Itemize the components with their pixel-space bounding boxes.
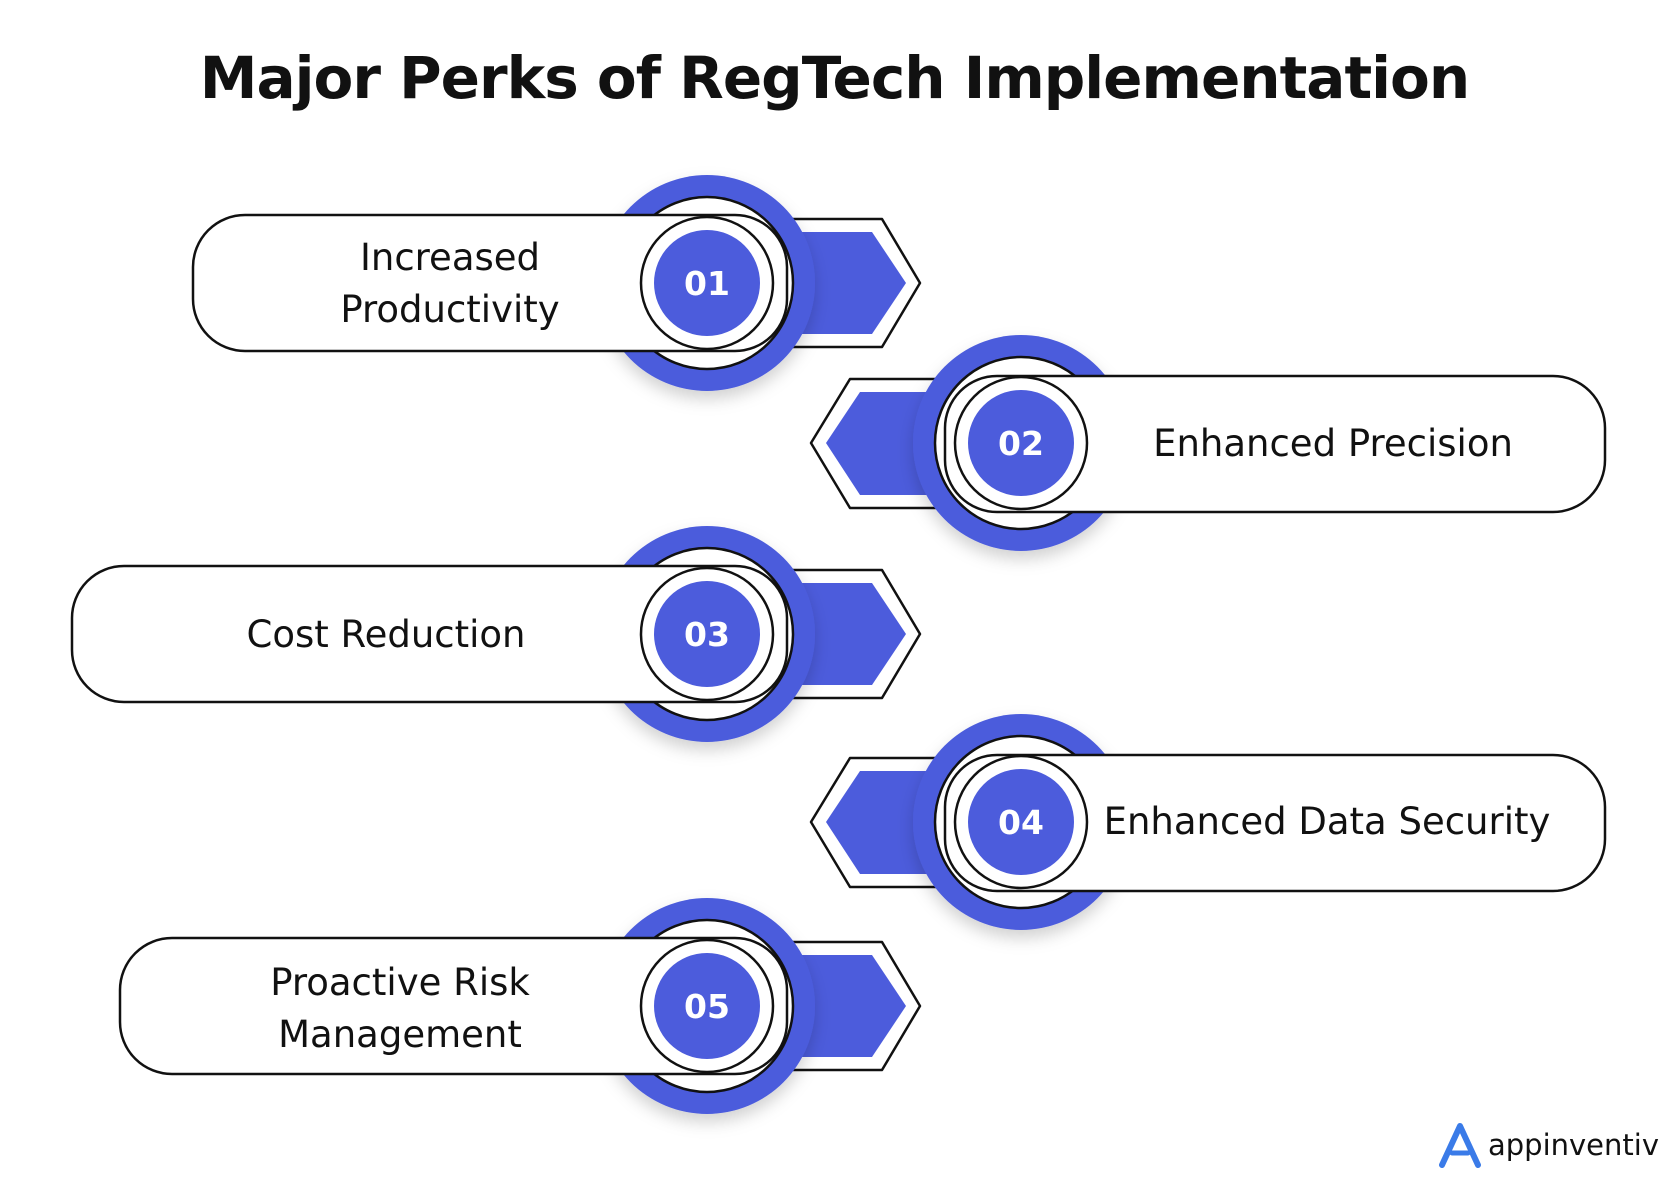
number-badge	[654, 953, 760, 1059]
item-label-line-1: Enhanced Precision	[1153, 422, 1513, 465]
item-number: 04	[998, 803, 1044, 842]
logo-text: appinventiv	[1488, 1128, 1659, 1162]
appinventiv-logo: appinventiv	[1438, 1122, 1659, 1168]
label-pill	[943, 753, 1607, 893]
item-number: 03	[684, 615, 730, 654]
item-label-line-1: Enhanced Data Security	[1104, 800, 1551, 843]
label-pill	[943, 374, 1607, 514]
appinventiv-a-logo-icon	[1439, 1123, 1481, 1168]
number-badge	[654, 581, 760, 687]
item-label-line-2: Management	[278, 1013, 522, 1056]
number-badge	[968, 390, 1074, 496]
label-pill	[70, 564, 789, 704]
perk-item-01: 01 Increased Productivity	[191, 175, 922, 391]
perk-item-04: 04 Enhanced Data Security	[809, 714, 1607, 930]
label-pill	[118, 936, 789, 1076]
perk-item-02: 02 Enhanced Precision	[809, 335, 1607, 551]
perk-item-03: 03 Cost Reduction	[70, 526, 922, 742]
number-badge	[968, 769, 1074, 875]
item-label-line-2: Productivity	[340, 288, 559, 331]
item-number: 01	[684, 264, 730, 303]
item-label-line-1: Increased	[360, 236, 540, 279]
item-label-line-1: Proactive Risk	[270, 961, 530, 1004]
perk-item-05: 05 Proactive Risk Management	[118, 898, 922, 1114]
page-title: Major Perks of RegTech Implementation	[199, 44, 1470, 112]
label-pill	[191, 213, 789, 353]
item-number: 02	[998, 424, 1044, 463]
item-label-line-1: Cost Reduction	[247, 613, 526, 656]
number-badge	[654, 230, 760, 336]
item-number: 05	[684, 987, 730, 1026]
